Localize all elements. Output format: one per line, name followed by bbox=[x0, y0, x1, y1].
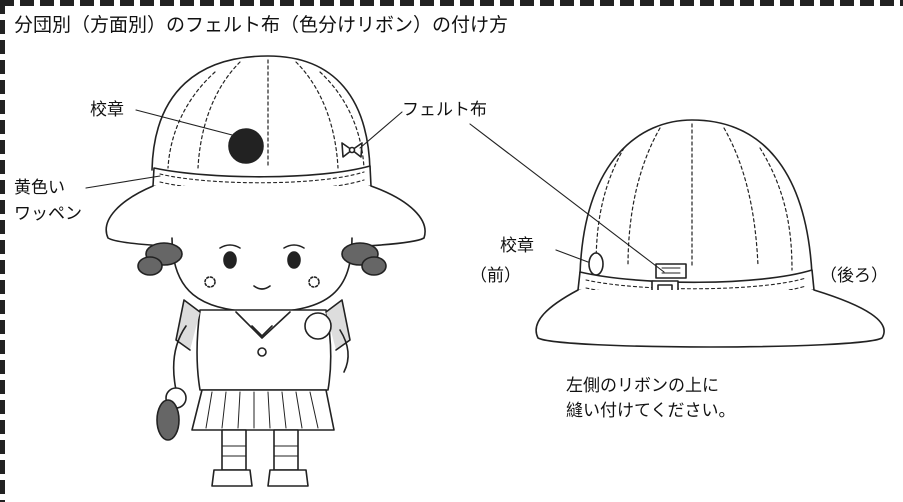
dashed-border-top bbox=[0, 0, 903, 6]
instruction-line-2: 縫い付けてください。 bbox=[566, 401, 736, 421]
child-figure bbox=[105, 55, 426, 487]
hat-rear-view bbox=[535, 119, 885, 348]
dashed-border-left bbox=[0, 0, 5, 502]
label-front: （前） bbox=[470, 266, 521, 286]
leader-lines bbox=[85, 109, 665, 273]
school-emblem-rear bbox=[588, 252, 604, 276]
label-yellow-patch-line1: 黄色い bbox=[14, 178, 65, 198]
label-felt: フェルト布 bbox=[402, 100, 487, 120]
school-emblem-front bbox=[228, 128, 264, 164]
label-emblem-rear: 校章 bbox=[500, 236, 534, 256]
instruction-text: 左側のリボンの上に 縫い付けてください。 bbox=[566, 374, 736, 424]
label-back: （後ろ） bbox=[820, 266, 888, 286]
label-yellow-patch-line2: ワッペン bbox=[14, 204, 82, 224]
label-emblem-front: 校章 bbox=[90, 100, 124, 120]
instruction-line-1: 左側のリボンの上に bbox=[566, 376, 719, 396]
page-title: 分団別（方面別）のフェルト布（色分けリボン）の付け方 bbox=[14, 14, 509, 36]
